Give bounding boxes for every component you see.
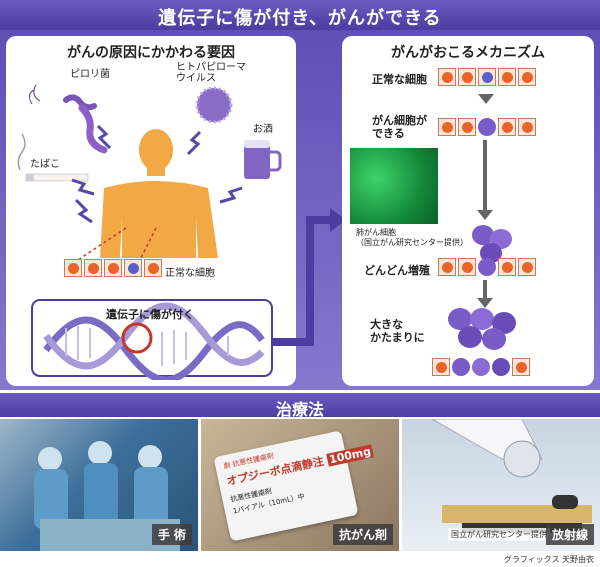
cell [84,259,102,277]
cell [144,259,162,277]
surgery-photo: 手 術 [0,419,198,551]
vial-dose: 100mg [326,444,375,467]
cell [438,258,456,276]
step-normal-label: 正常な細胞 [372,73,427,86]
radiation-credit: 国立がん研究センター提供 [448,528,550,541]
radiation-label: 放射線 [545,524,594,545]
cell [518,258,536,276]
hpv-virus-icon [195,86,233,124]
cell [432,358,450,376]
treatment-title: 治療法 [275,400,324,419]
cell [458,118,476,136]
dna-double-helix [43,302,265,380]
causes-title: がんの原因にかかわる要因 [67,45,235,61]
alcohol-mug-icon [244,140,282,179]
cell [438,68,456,86]
cancer-cell [492,358,510,376]
pylori-label: ピロリ菌 [70,69,110,80]
surgery-label: 手 術 [151,524,192,545]
exposure-arrows [71,124,243,224]
dna-damage-label: 遺伝子に傷が付く [106,308,194,321]
cell [498,258,516,276]
cell [498,118,516,136]
pylori-bacteria-icon [28,84,108,154]
cancer-cell [452,358,470,376]
cancer-cell [472,358,490,376]
cancer-cell [478,118,496,136]
zoom-guide-lines [77,227,157,261]
cancer-start-row [438,118,536,136]
tobacco-label: たばこ [30,159,60,170]
graphics-credit: グラフィックス 天野由衣 [503,555,594,564]
panel-connector [294,208,346,346]
hpv-label: ヒトパピローマ ウイルス [176,62,246,84]
human-body-silhouette [100,129,218,258]
header-bar [0,0,600,30]
cancer-cell [478,258,496,276]
cell [518,68,536,86]
left-cell-row [64,259,162,277]
cell [124,259,142,277]
tobacco-cigarette-icon [17,133,89,182]
cancer-mass [440,308,532,358]
mechanism-title: がんがおこるメカニズム [391,45,545,61]
page-title: 遺伝子に傷が付き、がんができる [158,8,442,29]
step-mass-label: 大きな かたまりに [370,318,425,344]
cell [64,259,82,277]
lung-cancer-micrograph [350,148,438,224]
cell [438,118,456,136]
cell [104,259,122,277]
step-cancer-label: がん細胞が できる [372,114,427,140]
micro-caption: 肺がん細胞 （国立がん研究センター提供） [356,228,468,247]
alcohol-label: お酒 [253,124,273,135]
causes-illustration [17,84,294,380]
chemo-label: 抗がん剤 [332,524,393,545]
step-arrow-1 [478,94,494,104]
radiation-photo: 国立がん研究センター提供 放射線 [402,419,600,551]
normal-cell-row [438,68,536,86]
cell [458,68,476,86]
mechanism-flow-arrows [477,140,493,308]
proliferate-row [438,258,536,276]
cell [518,118,536,136]
cell [458,258,476,276]
treatment-band [0,393,600,417]
step-proliferate-label: どんどん増殖 [364,264,430,277]
cell [478,68,496,86]
mass-row [432,358,530,376]
damage-highlight-circle [121,322,153,354]
cell [512,358,530,376]
normal-cell-label-left: 正常な細胞 [165,268,215,279]
surgeons-illustration [34,441,180,551]
cell [498,68,516,86]
chemo-photo: 劇 抗悪性腫瘍剤 オプジーボ点滴静注 100mg 抗悪性腫瘍剤 1バイアル（10… [201,419,399,551]
